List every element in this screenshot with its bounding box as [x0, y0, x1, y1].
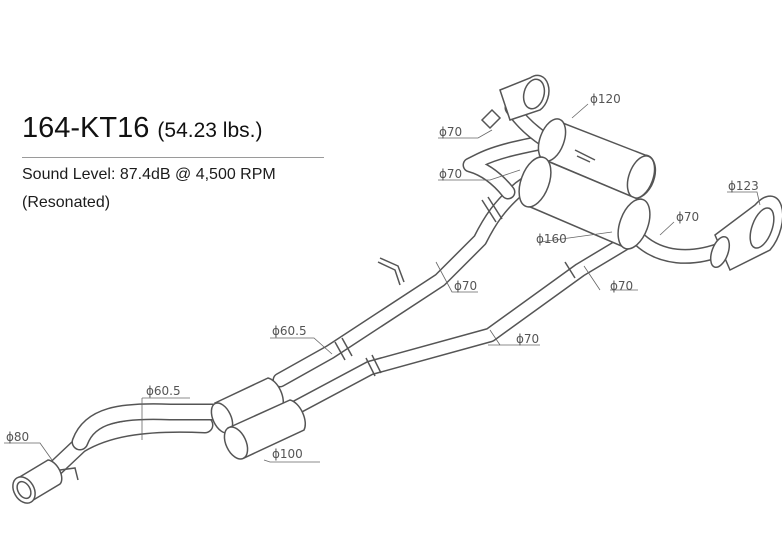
- resonated-note: (Resonated): [22, 194, 111, 211]
- muffler-upper: [537, 118, 657, 199]
- part-number: 164-KT16: [22, 112, 150, 144]
- title-divider: [22, 157, 324, 158]
- pipe-b-inlet-to-right-tip: [71, 403, 224, 451]
- exhaust-tip-left: [480, 74, 550, 130]
- pipe-upper-crossover: [462, 132, 563, 200]
- dim-label-d70-right: ϕ70: [676, 210, 699, 224]
- pipe-upper-front: [272, 162, 553, 388]
- resonator-lower: [223, 399, 306, 460]
- dim-label-d60-5-upper: ϕ60.5: [272, 324, 307, 338]
- leader-lines: [4, 103, 761, 463]
- resonator-upper: [210, 377, 284, 434]
- muffler-lower: [518, 149, 651, 250]
- front-inlet-tip: [12, 459, 79, 504]
- sound-level-text: Sound Level: 87.4dB @ 4,500 RPM: [22, 166, 276, 183]
- dim-label-d123: ϕ123: [728, 179, 759, 193]
- pipe-a-inlet-to-left-tip: [36, 415, 214, 487]
- product-title: 164-KT16 (54.23 lbs.): [22, 112, 262, 145]
- dim-label-d100: ϕ100: [272, 447, 303, 461]
- dim-label-d70-top: ϕ70: [439, 125, 462, 139]
- pipe-lower-rear: [287, 232, 638, 416]
- dim-label-d60-5-lower: ϕ60.5: [146, 384, 181, 398]
- dim-label-d70-mid: ϕ70: [439, 167, 462, 181]
- dim-label-d70-pipe-b: ϕ70: [610, 279, 633, 293]
- dim-label-d160: ϕ160: [536, 232, 567, 246]
- dim-label-d80: ϕ80: [6, 430, 29, 444]
- dim-label-d70-pipe-a: ϕ70: [454, 279, 477, 293]
- hanger-rod: [377, 257, 405, 286]
- weight-label: (54.23 lbs.): [157, 119, 263, 142]
- flange-marks: [334, 196, 576, 377]
- exhaust-tip-right: [709, 195, 782, 272]
- dim-label-d120: ϕ120: [590, 92, 621, 106]
- dim-label-d70-pipe-c: ϕ70: [516, 332, 539, 346]
